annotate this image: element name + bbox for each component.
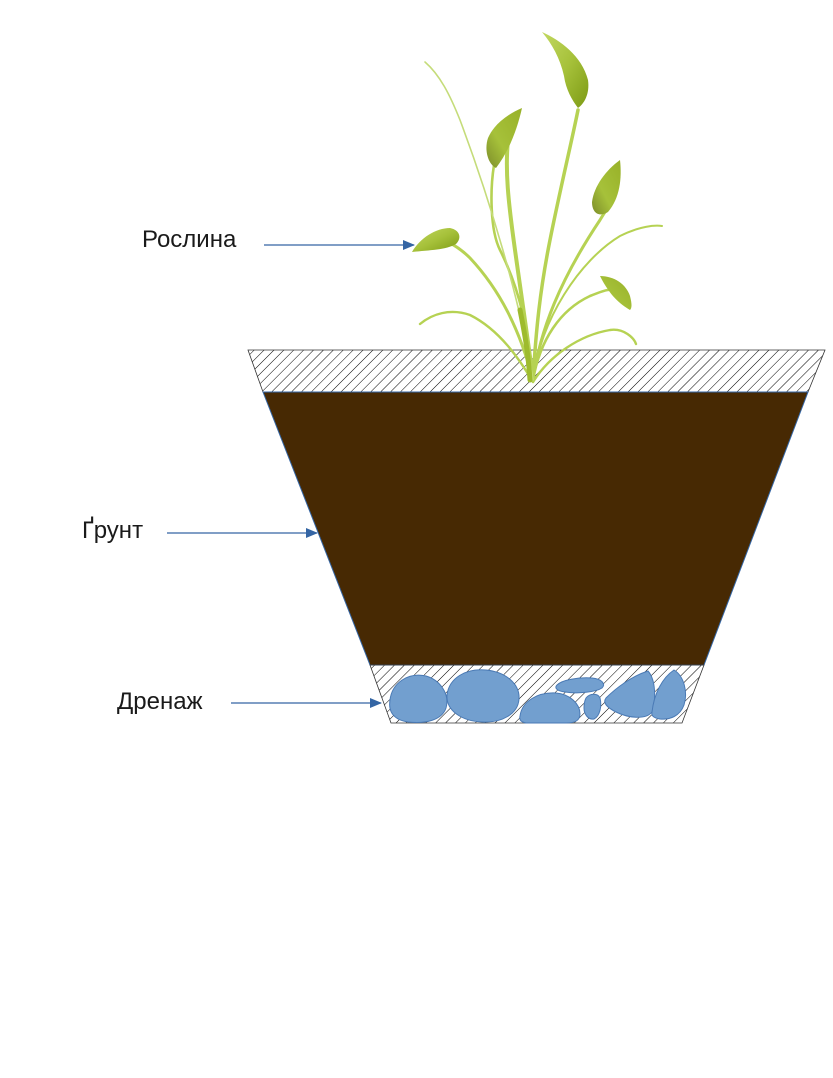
- leaf: [412, 228, 460, 252]
- drainage-label: Дренаж: [117, 688, 203, 715]
- leaf: [600, 276, 632, 310]
- leaf: [542, 32, 589, 108]
- stone: [519, 692, 581, 724]
- drainage-stones: [389, 669, 687, 724]
- stone: [389, 674, 448, 723]
- leaf: [486, 108, 522, 168]
- stone: [446, 669, 520, 723]
- plant-leaves: [412, 32, 632, 310]
- plant-illustration: [412, 32, 663, 384]
- soil-label: Ґрунт: [82, 517, 144, 544]
- stone: [583, 693, 602, 720]
- plant-label: Рослина: [142, 226, 237, 253]
- drainage-layer: [369, 664, 705, 724]
- soil-layer: [262, 391, 809, 666]
- stone: [651, 669, 687, 720]
- plant-stems: [418, 61, 663, 384]
- leaf: [592, 160, 621, 215]
- stone: [555, 677, 605, 694]
